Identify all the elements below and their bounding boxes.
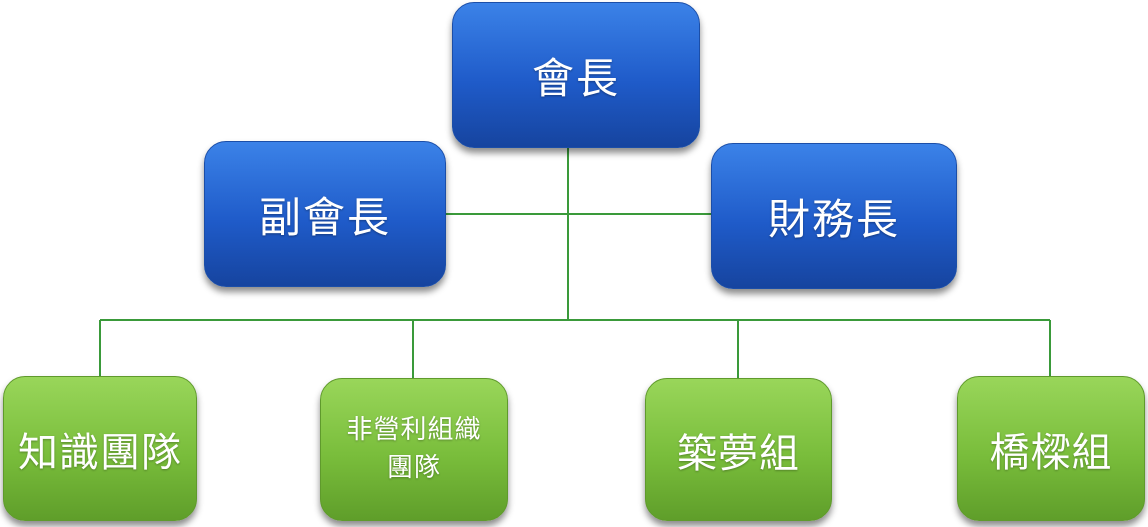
bridge-group-label: 橋樑組 — [989, 429, 1113, 476]
nonprofit-team-label-line1: 非營利組織 — [346, 414, 482, 445]
president-label: 會長 — [531, 53, 620, 103]
nonprofit-team-label: 非營利組織 團隊 — [346, 412, 481, 487]
knowledge-team-label: 知識團隊 — [18, 429, 182, 476]
nonprofit-team-label-line2: 團隊 — [386, 452, 441, 483]
treasurer-node[interactable]: 財務長 — [711, 143, 957, 289]
knowledge-team-node[interactable]: 知識團隊 — [3, 376, 197, 521]
president-node[interactable]: 會長 — [452, 2, 700, 148]
vice-president-label: 副會長 — [258, 192, 391, 242]
nonprofit-team-node[interactable]: 非營利組織 團隊 — [320, 378, 508, 521]
dream-building-group-label: 築夢組 — [677, 430, 800, 477]
treasurer-label: 財務長 — [767, 194, 900, 244]
dream-building-group-node[interactable]: 築夢組 — [645, 378, 832, 521]
vice-president-node[interactable]: 副會長 — [204, 141, 446, 287]
bridge-group-node[interactable]: 橋樑組 — [957, 376, 1145, 521]
